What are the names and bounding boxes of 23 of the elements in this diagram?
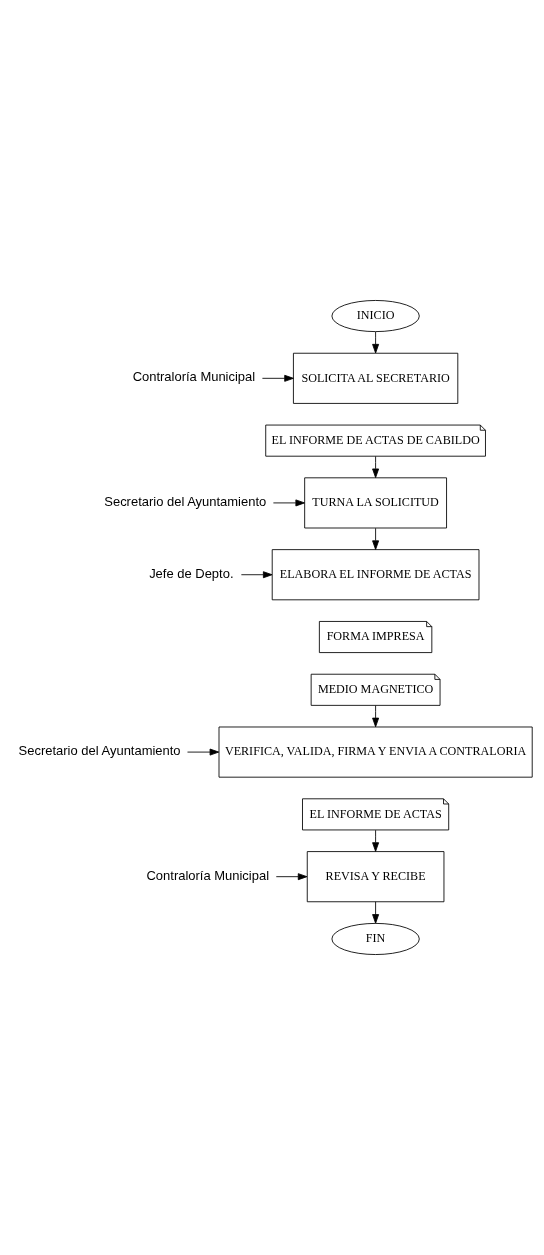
arrow	[372, 456, 380, 479]
arrow	[372, 901, 380, 924]
arrow	[372, 705, 380, 728]
node-ellipse: INICIO	[331, 300, 420, 333]
node-box: SOLICITA AL SECRETARIO	[292, 352, 459, 404]
node-box: VERIFICA, VALIDA, FIRMA Y ENVIA A CONTRALORIA	[218, 726, 533, 778]
node-box: ELABORA EL INFORME DE ACTAS	[271, 549, 480, 601]
arrow	[372, 829, 380, 852]
node-text: Jefe de Depto.	[149, 565, 234, 581]
node-text: Secretario del Ayuntamiento	[104, 493, 267, 509]
arrow	[240, 571, 273, 579]
node-text: Secretario del Ayuntamiento	[18, 743, 181, 759]
node-ellipse: FIN	[331, 922, 420, 955]
node-text: Contraloría Municipal	[132, 369, 256, 385]
arrow	[187, 748, 220, 756]
arrow	[261, 374, 294, 382]
node-text: Contraloría Municipal	[146, 867, 270, 883]
arrow	[275, 873, 308, 881]
node-box: REVISA Y RECIBE	[306, 851, 445, 903]
arrow	[372, 527, 380, 550]
arrow	[272, 499, 305, 507]
node-box: TURNA LA SOLICITUD	[304, 477, 447, 529]
arrow	[372, 331, 380, 354]
